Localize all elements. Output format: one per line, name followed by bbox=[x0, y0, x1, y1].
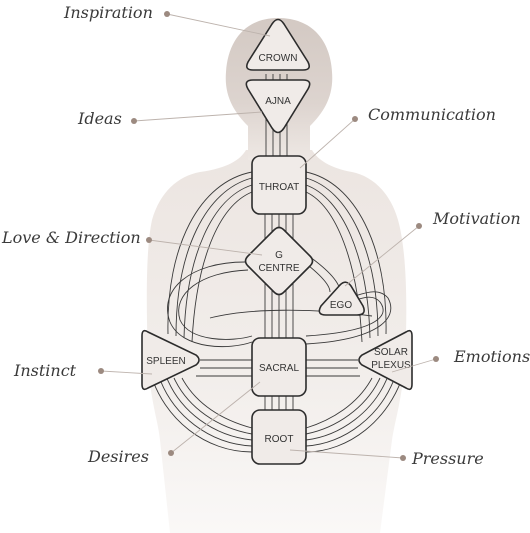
annotation-leaders bbox=[98, 11, 439, 461]
label-love-direction: Love & Direction bbox=[1, 228, 141, 247]
spleen-sacral-channels bbox=[196, 359, 252, 377]
label-desires: Desires bbox=[87, 447, 149, 466]
g-centre-loop-channels bbox=[167, 261, 253, 348]
center-root: ROOT bbox=[251, 409, 307, 465]
center-sacral: SACRAL bbox=[251, 337, 307, 397]
throat-label: THROAT bbox=[259, 182, 299, 193]
solar-plexus-label-line1: SOLAR bbox=[374, 347, 408, 358]
solar-plexus-label-line2: PLEXUS bbox=[371, 360, 411, 371]
ajna-label: AJNA bbox=[265, 96, 291, 107]
label-communication: Communication bbox=[368, 105, 496, 124]
energy-centers: CROWN AJNA THROAT G CENTRE EGO SPLEEN SA… bbox=[141, 18, 413, 465]
center-spleen: SPLEEN bbox=[141, 329, 200, 391]
solar-plexus-root-channels bbox=[305, 371, 405, 453]
center-ajna: AJNA bbox=[245, 79, 311, 134]
g-centre-label-line2: CENTRE bbox=[258, 263, 299, 274]
label-motivation: Motivation bbox=[432, 209, 521, 228]
center-ego: EGO bbox=[318, 281, 365, 316]
sacral-solar-plexus-channels bbox=[306, 359, 360, 377]
sacral-label: SACRAL bbox=[259, 363, 299, 374]
center-crown: CROWN bbox=[246, 18, 310, 71]
root-label: ROOT bbox=[265, 434, 294, 445]
spleen-root-channels bbox=[149, 371, 253, 453]
center-throat: THROAT bbox=[251, 155, 307, 215]
label-emotions: Emotions bbox=[453, 347, 530, 366]
crown-label: CROWN bbox=[259, 53, 298, 64]
label-instinct: Instinct bbox=[13, 361, 77, 380]
spleen-label: SPLEEN bbox=[146, 356, 185, 367]
channels bbox=[149, 74, 405, 453]
throat-spleen-channels bbox=[167, 171, 253, 343]
center-g-centre: G CENTRE bbox=[244, 226, 314, 296]
label-inspiration: Inspiration bbox=[63, 3, 153, 22]
label-pressure: Pressure bbox=[411, 449, 484, 468]
center-solar-plexus: SOLAR PLEXUS bbox=[358, 329, 413, 391]
ego-label: EGO bbox=[330, 300, 352, 311]
g-centre-label-line1: G bbox=[275, 250, 283, 261]
annotation-labels: Inspiration Ideas Communication Love & D… bbox=[1, 3, 530, 468]
label-ideas: Ideas bbox=[77, 109, 122, 128]
